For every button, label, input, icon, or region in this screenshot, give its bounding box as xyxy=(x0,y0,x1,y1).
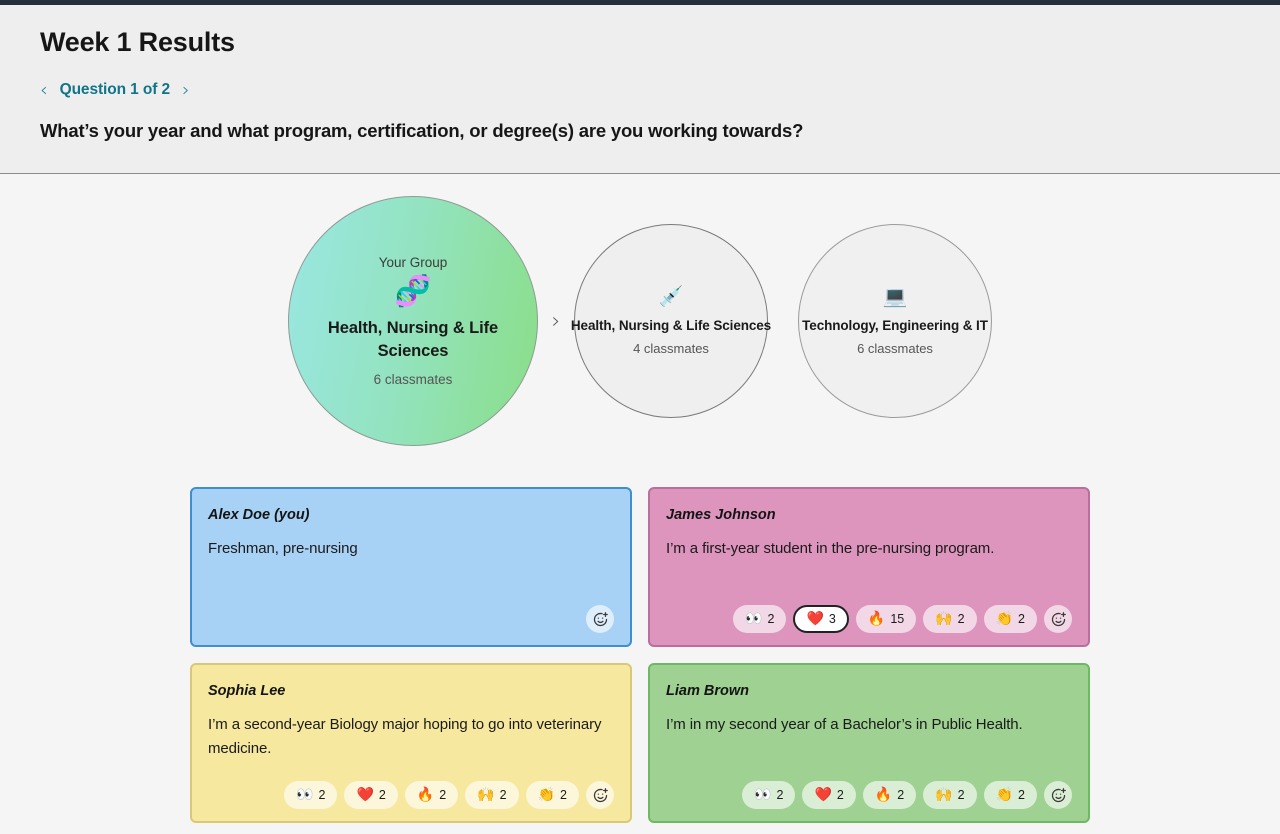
group-bubble-technology-it[interactable]: 💻 Technology, Engineering & IT 6 classma… xyxy=(798,224,992,418)
answer-cards: Alex Doe (you) Freshman, pre-nursing James… xyxy=(190,487,1093,823)
reaction-count: 2 xyxy=(499,788,507,802)
reaction-bar: 👀2❤️2🔥2🙌2👏2 xyxy=(666,767,1072,809)
reaction-count: 2 xyxy=(1018,612,1025,626)
reaction-count: 2 xyxy=(957,612,965,626)
fire-emoji: 🔥 xyxy=(867,611,886,627)
clap-emoji: 👏 xyxy=(995,787,1014,803)
question-text: What’s your year and what program, certi… xyxy=(40,120,804,141)
reaction-count: 2 xyxy=(897,788,905,802)
reaction-count: 2 xyxy=(378,788,386,802)
reaction-pill-fire[interactable]: 🔥2 xyxy=(862,781,917,809)
answer-author-name: James Johnson xyxy=(666,507,776,523)
reaction-count: 2 xyxy=(767,612,775,626)
heart-emoji: ❤️ xyxy=(814,787,832,803)
reaction-pill-clap[interactable]: 👏2 xyxy=(525,781,579,809)
page-title: Week 1 Results xyxy=(40,27,235,57)
reaction-count: 2 xyxy=(1018,788,1025,802)
add-reaction-icon[interactable] xyxy=(586,781,614,809)
syringe-emoji: 💉 xyxy=(658,284,684,308)
reaction-count: 2 xyxy=(439,788,447,802)
reaction-count: 15 xyxy=(890,612,905,626)
reaction-count: 2 xyxy=(560,788,567,802)
group-name: Technology, Engineering & IT xyxy=(802,318,988,333)
answer-card: Alex Doe (you) Freshman, pre-nursing xyxy=(190,487,632,647)
question-nav: ‹ Question 1 of 2 › xyxy=(40,79,1280,101)
group-classmate-count: 4 classmates xyxy=(633,341,709,356)
reaction-pill-heart[interactable]: ❤️ 2 xyxy=(802,781,856,809)
clap-emoji: 👏 xyxy=(995,611,1014,627)
reaction-pill-fire[interactable]: 🔥2 xyxy=(404,781,459,809)
answer-text: I’m a first-year student in the pre-nurs… xyxy=(666,540,995,557)
raised-hands-emoji: 🙌 xyxy=(477,787,495,803)
reaction-pill-eyes[interactable]: 👀2 xyxy=(284,781,338,809)
results-header: Week 1 Results ‹ Question 1 of 2 › What’… xyxy=(0,5,1280,174)
reaction-pill-raised-hands[interactable]: 🙌2 xyxy=(923,781,977,809)
reaction-pill-clap[interactable]: 👏2 xyxy=(983,605,1037,633)
laptop-emoji: 💻 xyxy=(882,284,908,308)
reaction-count: 2 xyxy=(776,788,784,802)
chevron-right-icon: › xyxy=(551,308,561,334)
chevron-left-icon[interactable]: ‹ xyxy=(40,78,48,101)
add-reaction-icon[interactable] xyxy=(586,605,614,633)
answer-text: I’m a second-year Biology major hoping t… xyxy=(208,716,602,757)
top-accent-bar xyxy=(0,0,1280,5)
reaction-pill-clap[interactable]: 👏2 xyxy=(983,781,1037,809)
add-reaction-icon[interactable] xyxy=(1044,605,1072,633)
fire-emoji: 🔥 xyxy=(874,787,893,803)
group-name: Health, Nursing & Life Sciences xyxy=(327,319,499,360)
heart-emoji: ❤️ xyxy=(356,787,374,803)
heart-emoji: ❤️ xyxy=(806,611,824,627)
eyes-emoji: 👀 xyxy=(754,787,772,803)
question-counter: Question 1 of 2 xyxy=(59,81,171,98)
eyes-emoji: 👀 xyxy=(745,611,763,627)
chevron-right-icon[interactable]: › xyxy=(182,78,190,101)
reaction-count: 2 xyxy=(957,788,965,802)
group-classmate-count: 6 classmates xyxy=(857,341,933,356)
clap-emoji: 👏 xyxy=(537,787,556,803)
reaction-pill-heart[interactable]: ❤️ 3 xyxy=(793,605,849,633)
answer-author-name: Sophia Lee xyxy=(208,683,286,699)
raised-hands-emoji: 🙌 xyxy=(935,787,953,803)
reaction-pill-eyes[interactable]: 👀2 xyxy=(733,605,787,633)
your-group-label: Your Group xyxy=(378,255,448,270)
group-classmate-count: 6 classmates xyxy=(373,372,453,387)
group-bubble-health-nursing[interactable]: 💉 Health, Nursing & Life Sciences 4 clas… xyxy=(570,224,772,418)
fire-emoji: 🔥 xyxy=(416,787,435,803)
reaction-pill-raised-hands[interactable]: 🙌2 xyxy=(923,605,977,633)
reaction-bar: 👀2❤️3🔥15🙌2👏2 xyxy=(666,591,1072,633)
answer-text: I’m in my second year of a Bachelor’s in… xyxy=(666,716,1023,733)
raised-hands-emoji: 🙌 xyxy=(935,611,953,627)
reaction-pill-raised-hands[interactable]: 🙌2 xyxy=(465,781,519,809)
reaction-pill-fire[interactable]: 🔥 15 xyxy=(855,605,917,633)
reaction-count: 3 xyxy=(828,612,836,626)
reaction-pill-heart[interactable]: ❤️ 2 xyxy=(344,781,398,809)
reaction-bar xyxy=(208,569,614,633)
group-bubble-your-group[interactable]: Your Group 🧬 Health, Nursing & Life Scie… xyxy=(288,196,538,446)
answer-author-name: Liam Brown xyxy=(666,683,749,699)
add-reaction-icon[interactable] xyxy=(1044,781,1072,809)
group-name: Health, Nursing & Life Sciences xyxy=(570,318,772,333)
dna-emoji: 🧬 xyxy=(394,274,432,309)
eyes-emoji: 👀 xyxy=(296,787,314,803)
answer-text: Freshman, pre-nursing xyxy=(208,540,358,557)
group-bubbles: Your Group 🧬 Health, Nursing & Life Scie… xyxy=(0,196,1280,446)
reaction-pill-eyes[interactable]: 👀2 xyxy=(742,781,796,809)
answer-author-name: Alex Doe (you) xyxy=(208,507,310,523)
reaction-count: 2 xyxy=(836,788,844,802)
reaction-bar: 👀2❤️2🔥2🙌2👏2 xyxy=(208,767,614,809)
reaction-count: 2 xyxy=(318,788,326,802)
